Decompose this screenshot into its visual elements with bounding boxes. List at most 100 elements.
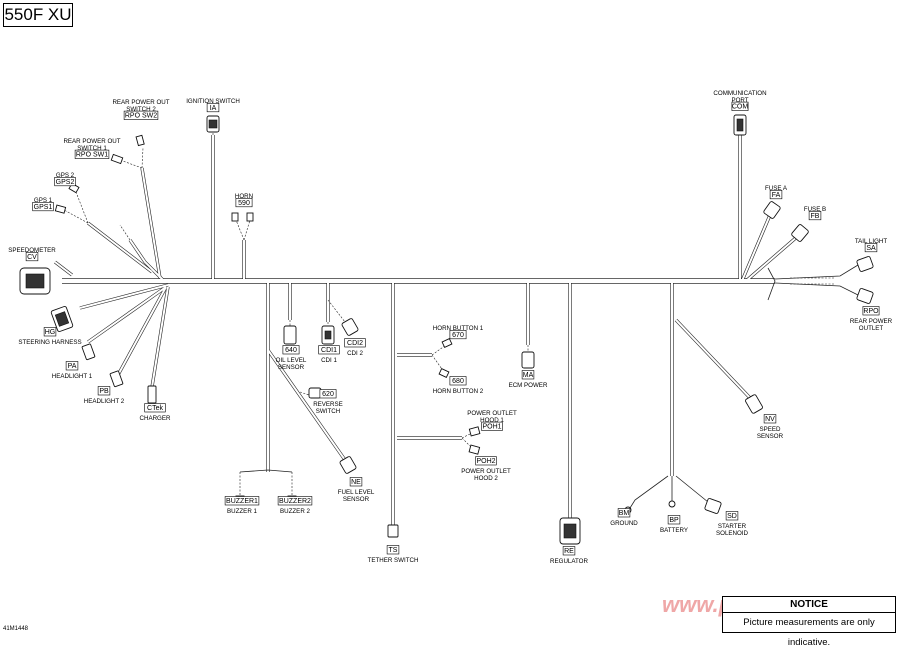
notice-text: Picture measurements are only indicative… [743,617,875,648]
connector-bm: BM GROUND [610,508,638,527]
rear-power-outlet-connector-icon [856,288,874,304]
connector-shapes [19,114,874,545]
connector-label: HORN [235,193,253,200]
connector-code: COM [732,104,749,111]
connector-label: PORT [731,97,748,104]
connector-code: BM [619,510,630,517]
connector-code: RPO SW2 [125,113,157,120]
horn-button2-connector-icon [438,367,450,379]
connector-label: REVERSE [313,401,343,408]
connector-code-box [769,190,783,200]
connector-code: 620 [322,391,334,398]
connector-label: HORN BUTTON 1 [433,325,484,332]
notice-box: NOTICE Picture measurements are only ind… [722,596,896,648]
oil-sensor-connector-icon [283,325,297,345]
connector-label: FUEL LEVEL [338,489,375,496]
poh2-connector-icon [468,444,481,455]
starter-solenoid-connector-icon [704,498,722,514]
connector-code-box [864,243,878,253]
connector-label: REGULATOR [550,558,588,565]
connector-label: SOLENOID [716,530,749,537]
connector-label: CDI 1 [321,357,337,364]
connector-code: CV [27,254,37,261]
connector-code: 590 [238,200,250,207]
connector-code-box [318,345,340,355]
connector-label: SENSOR [278,364,305,371]
connector-label: HORN BUTTON 2 [433,388,484,395]
connector-code-box [521,370,535,380]
connector-code: PA [68,363,77,370]
connector-label: OIL LEVEL [276,357,307,364]
connector-label: REAR POWER [850,318,893,325]
connector-code-box [667,515,681,525]
reverse-switch-connector-icon [308,387,322,399]
connector-code: NV [765,416,775,423]
connector-label: SPEEDOMETER [8,247,56,254]
connector-label: FUSE B [804,206,826,213]
connector-code-box [731,101,749,111]
model-title: 550F XU [3,3,73,27]
connector-code: HG [45,329,56,336]
connector-code: 670 [452,332,464,339]
connector-label: SWITCH 2 [126,106,156,113]
connector-hg: HG STEERING HARNESS [18,327,82,346]
connector-code: POH1 [482,424,501,431]
connector-code: TS [389,547,398,554]
connector-code: GPS1 [34,204,53,211]
connector-code-box [25,252,39,262]
connector-code-box [224,496,260,506]
battery-ring-terminal-icon [668,500,676,508]
connector-label: OUTLET [859,325,884,332]
connector-code-box [349,477,363,487]
connector-label: STEERING HARNESS [18,339,81,346]
connector-code: SA [866,245,876,252]
connector-label: CHARGER [140,415,171,422]
connector-label: GROUND [610,520,638,527]
connector-code: SD [727,513,737,520]
tail-light-connector-icon [856,256,874,272]
rpo-sw1-connector-icon [110,153,124,165]
connector-code: PB [99,388,109,395]
connector-code-box [144,403,166,413]
connector-label: POWER OUTLET [461,468,511,475]
connector-label: STARTER [718,523,747,530]
connector-code-box [449,376,467,386]
connector-code: BP [669,517,679,524]
poh1-connector-icon [468,426,481,437]
connector-label: TAIL LIGHT [855,238,888,245]
connector-code-box [43,327,57,337]
connector-code: CDI2 [347,340,363,347]
headlight2-connector-icon [109,370,124,388]
fuel-level-connector-icon [339,456,357,474]
connector-label: TETHER SWITCH [368,557,419,564]
connector-code: FA [772,192,781,199]
connector-code: FB [811,213,820,220]
connector-label: BUZZER 1 [227,508,257,515]
connector-label: COMMUNICATION [713,90,766,97]
connector-code: BUZZER2 [279,498,311,505]
ecm-power-connector-icon [521,351,535,369]
connector-label: BUZZER 2 [280,508,310,515]
connector-code-box [475,456,497,466]
fuse-b-icon [791,224,809,242]
connector-code-box [319,389,337,399]
gps1-connector-icon [54,204,67,214]
connector-label: REAR POWER OUT [63,138,120,145]
harness-branch-highlights [54,135,799,525]
